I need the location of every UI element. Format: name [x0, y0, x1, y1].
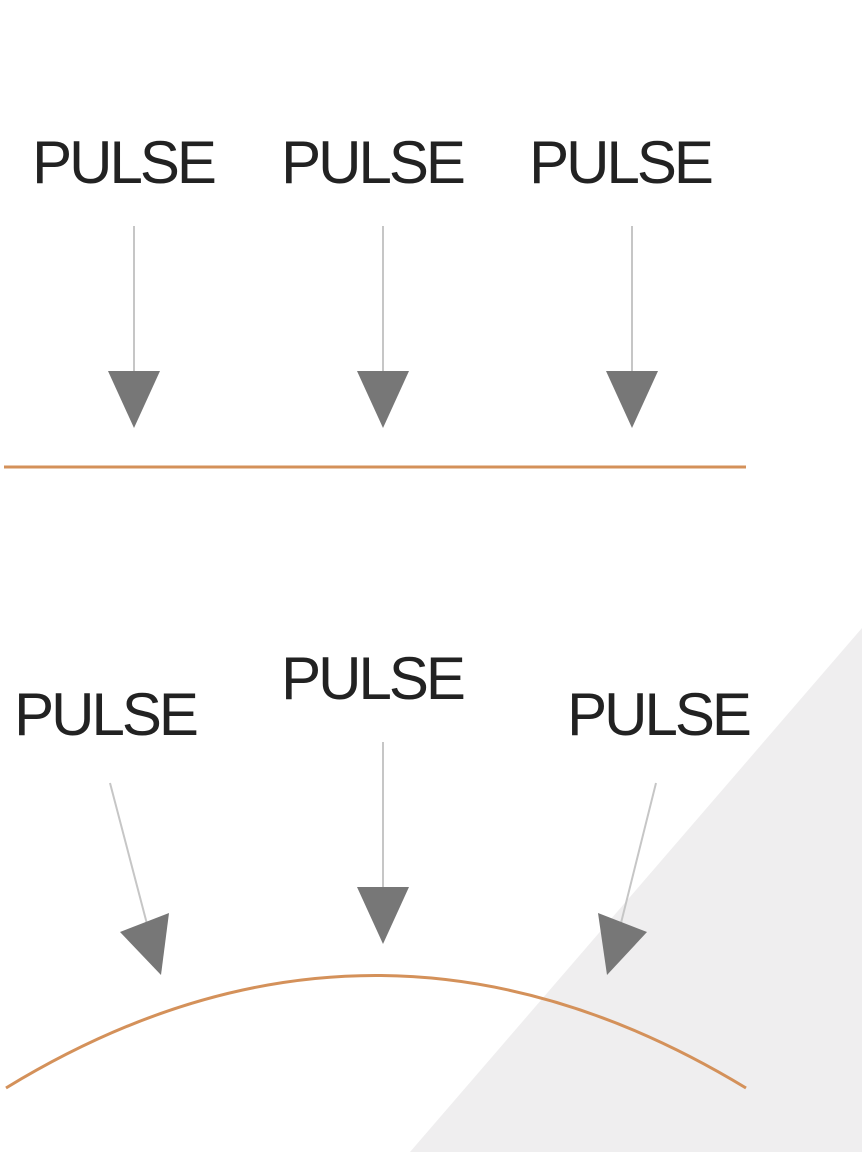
curved-pulse-arrow-1	[109, 782, 169, 975]
flat-pulse-arrow-3	[606, 226, 658, 428]
flat-pulse-arrow-1	[108, 226, 160, 428]
arrow-down-icon	[120, 913, 169, 975]
curved-pulse-label-2: PULSE	[281, 645, 464, 712]
curved-pulse-label-1: PULSE	[14, 681, 197, 748]
flat-pulse-label-2: PULSE	[281, 129, 464, 196]
arrow-down-icon	[108, 371, 160, 428]
arrow-down-icon	[357, 887, 409, 944]
flat-pulse-arrow-2	[357, 226, 409, 428]
flat-panel: PULSE PULSE PULSE	[4, 129, 746, 469]
arrow-down-icon	[598, 913, 647, 975]
curved-pulse-arrow-2	[357, 742, 409, 944]
arrow-down-icon	[357, 371, 409, 428]
flat-pulse-label-3: PULSE	[529, 129, 712, 196]
flat-pulse-label-1: PULSE	[32, 129, 215, 196]
curved-panel: PULSE PULSE PULSE	[5, 645, 753, 1090]
arrow-shaft	[109, 782, 148, 925]
corner-shade	[410, 628, 862, 1152]
arrow-down-icon	[606, 371, 658, 428]
curved-pulse-label-3: PULSE	[567, 681, 750, 748]
arrow-shaft	[620, 782, 657, 924]
curved-surface	[5, 974, 747, 1090]
curved-pulse-arrow-3	[598, 782, 657, 975]
